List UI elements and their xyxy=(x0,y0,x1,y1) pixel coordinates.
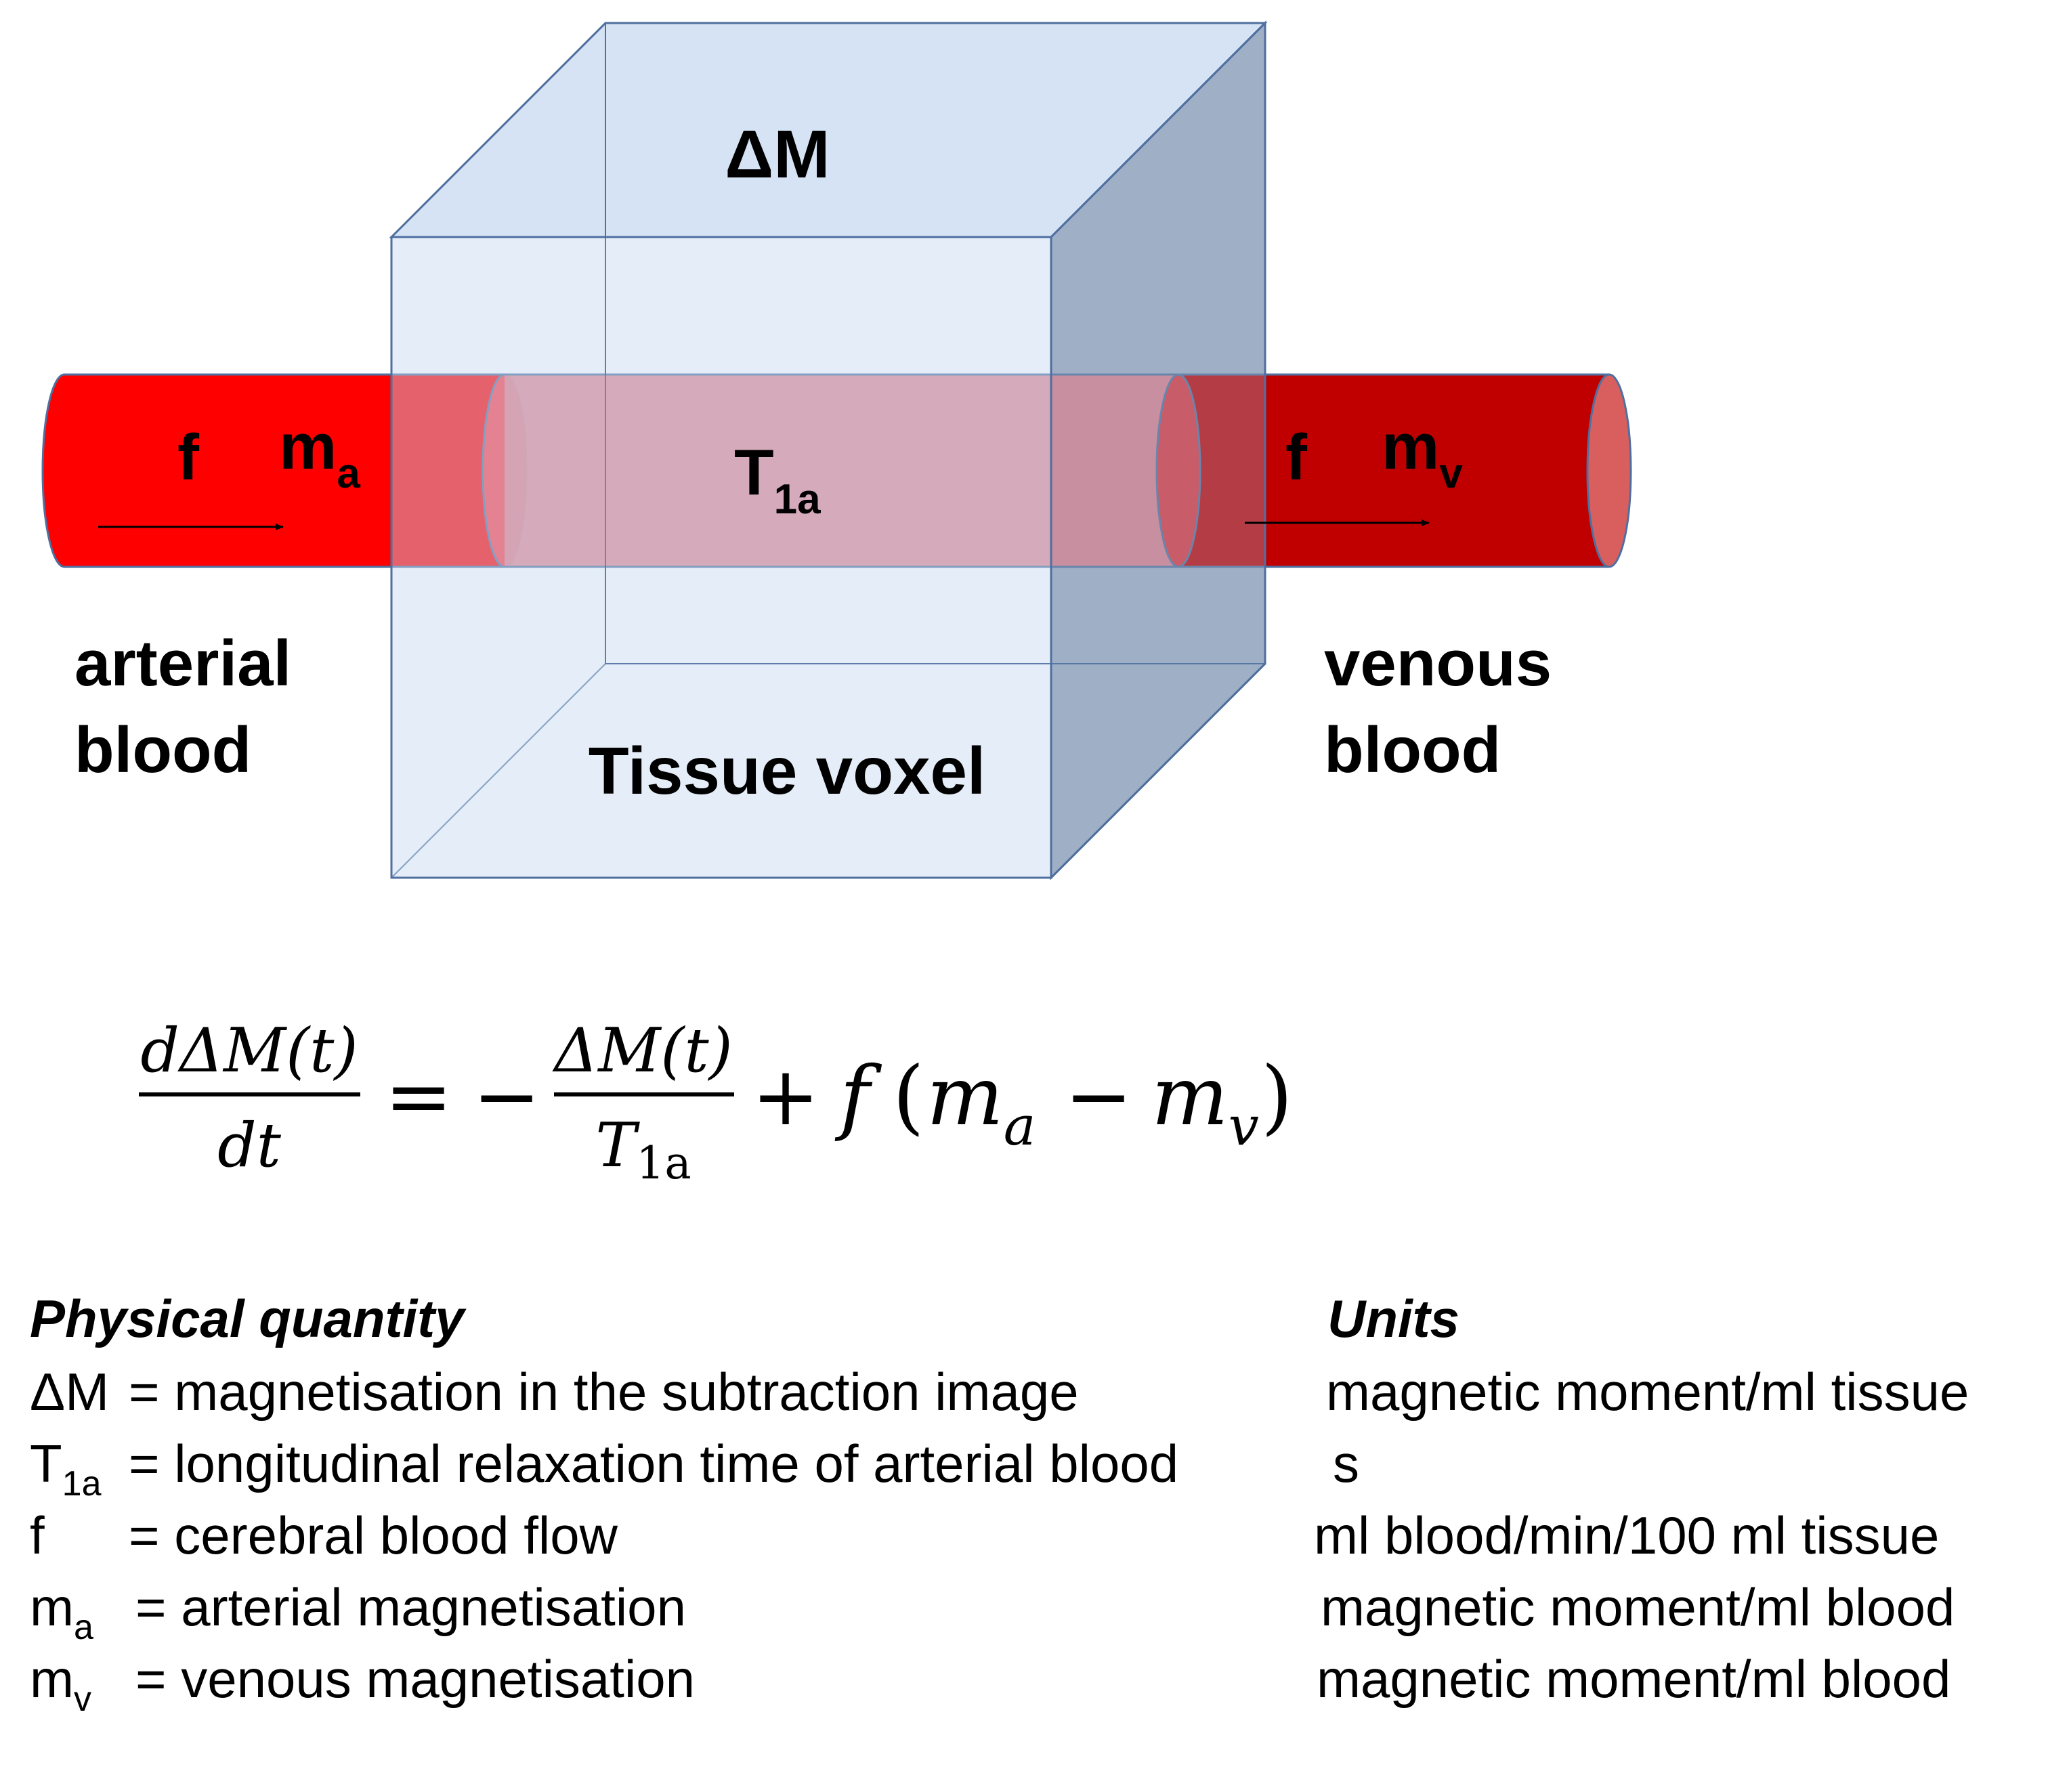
perfusion-equation: dΔM(t) dt = − ΔM(t) T1a + f ( ma − mv ) xyxy=(139,1015,1293,1189)
arterial-f-label: f xyxy=(177,421,200,494)
equation-open-paren: ( xyxy=(893,1050,924,1144)
capillary-end xyxy=(1155,373,1201,568)
tissue-voxel-label: Tissue voxel xyxy=(589,733,986,808)
arterial-blood-label: blood xyxy=(74,714,251,786)
capillary-body xyxy=(505,375,1178,567)
venous-vessel-end xyxy=(1586,373,1632,568)
arterial-vessel-body xyxy=(41,373,506,568)
arterial-blood-label: arterial xyxy=(74,627,291,700)
venous-m-label: mv xyxy=(1382,410,1463,497)
venous-vessel-body xyxy=(1178,375,1609,567)
equation-close-paren: ) xyxy=(1261,1050,1293,1144)
capillary-t1a-label: T1a xyxy=(734,436,821,523)
venous-blood-label: blood xyxy=(1324,714,1501,786)
equation-numerator-mid: ΔM(t) xyxy=(552,1015,733,1086)
equation-denominator-left: dt xyxy=(217,1110,282,1181)
equation-minus-2: − xyxy=(1065,1050,1133,1144)
cube-front-face xyxy=(390,236,1052,879)
capillary-vessel xyxy=(505,373,1201,568)
equation-minus: − xyxy=(473,1050,541,1144)
box-delta-m-label: ΔM xyxy=(725,116,830,192)
venous-f-label: f xyxy=(1285,421,1308,494)
equation-f: f xyxy=(834,1050,882,1144)
cube-hidden-edge xyxy=(391,663,606,878)
venous-blood-label: venous xyxy=(1324,627,1552,700)
arterial-m-label: ma xyxy=(279,410,360,497)
equation-plus: + xyxy=(752,1050,820,1144)
equation-equals: = xyxy=(385,1050,453,1144)
equation-denominator-mid: T1a xyxy=(595,1110,691,1189)
venous-vessel xyxy=(1178,373,1632,568)
equation-m-a: ma xyxy=(926,1050,1036,1157)
equation-numerator-left: dΔM(t) xyxy=(140,1015,358,1086)
equation-m-v: mv xyxy=(1151,1050,1259,1157)
